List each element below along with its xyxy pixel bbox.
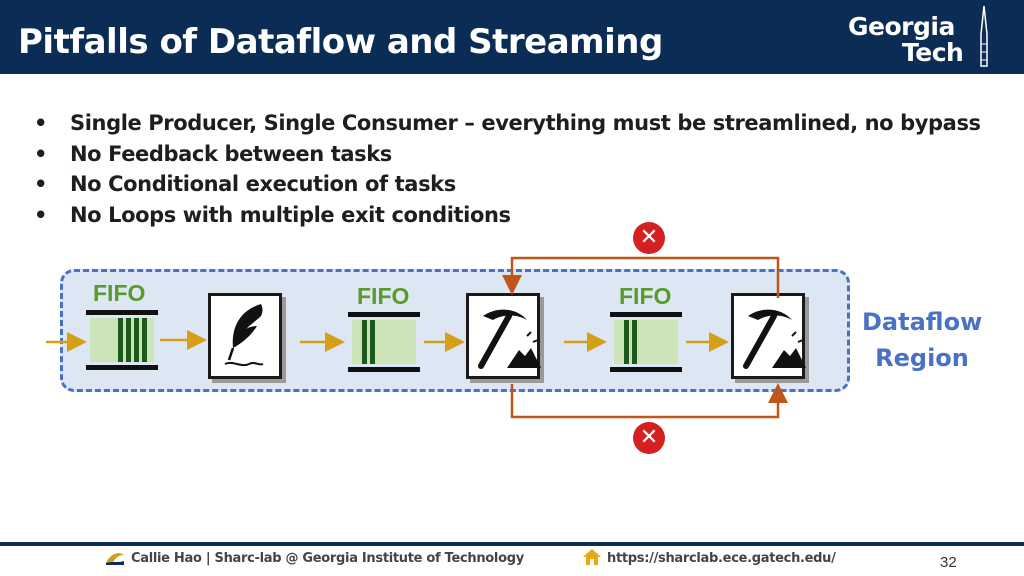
fifo-bottom-bar: [610, 367, 682, 372]
worker-task-box-2: [731, 293, 806, 379]
bypass-arrows: [502, 256, 788, 419]
forbidden-icon-top: ✕: [633, 222, 665, 254]
bypass-arrow-bottom: [510, 383, 788, 419]
region-label-line1: Dataflow: [862, 308, 983, 336]
fifo-item: [370, 320, 375, 364]
footer-divider: [0, 542, 1024, 546]
bullet-item: • No Loops with multiple exit conditions: [34, 200, 981, 231]
fifo-bottom-bar: [348, 367, 420, 372]
bullet-item: • No Conditional execution of tasks: [34, 169, 981, 200]
tech-tower-icon: [980, 5, 988, 67]
logo-line1: Georgia: [848, 12, 955, 41]
flow-arrows: [46, 330, 729, 352]
bullet-item: • Single Producer, Single Consumer – ever…: [34, 108, 981, 139]
fifo-label-3: FIFO: [619, 283, 672, 309]
sharc-lab-logo-icon: [106, 553, 124, 565]
forbidden-icon-bottom: ✕: [633, 422, 665, 454]
home-icon: [583, 549, 601, 565]
bullet-dot: •: [34, 202, 48, 227]
logo-line2: Tech: [902, 38, 964, 67]
fifo-buffer-3: [610, 312, 682, 372]
bullet-dot: •: [34, 141, 48, 166]
fifo-item: [134, 318, 139, 362]
bullet-item: • No Feedback between tasks: [34, 139, 981, 170]
fifo-top-bar: [348, 312, 420, 317]
fifo-label-1: FIFO: [93, 280, 146, 306]
fifo-top-bar: [610, 312, 682, 317]
producer-task-box: [208, 293, 282, 379]
fifo-item: [362, 320, 367, 364]
fifo-buffer-2: [348, 312, 420, 372]
fifo-item: [632, 320, 637, 364]
fifo-top-bar: [86, 310, 158, 315]
dataflow-region-box: [60, 269, 850, 392]
feather-icon: [224, 304, 264, 367]
footer-author: Callie Hao | Sharc-lab @ Georgia Institu…: [131, 551, 524, 566]
pickaxe-icon: [743, 309, 806, 369]
fifo-item: [126, 318, 131, 362]
fifo-buffer-1: [86, 310, 158, 370]
bullet-text: No Feedback between tasks: [70, 141, 392, 166]
dataflow-region-label: Dataflow Region: [862, 304, 982, 376]
feedback-arrow-top: [502, 256, 780, 298]
header-bar: Pitfalls of Dataflow and Streaming Georg…: [0, 0, 1024, 74]
fifo-item: [624, 320, 629, 364]
fifo-item: [118, 318, 123, 362]
fifo-bottom-bar: [86, 365, 158, 370]
bullet-text: Single Producer, Single Consumer – every…: [70, 111, 981, 135]
pickaxe-icon: [478, 309, 541, 369]
bullet-list: • Single Producer, Single Consumer – ever…: [34, 108, 981, 230]
fifo-item: [142, 318, 147, 362]
region-label-line2: Region: [875, 344, 969, 372]
fifo-label-2: FIFO: [357, 283, 410, 309]
slide-title: Pitfalls of Dataflow and Streaming: [18, 22, 663, 62]
bullet-dot: •: [34, 111, 48, 135]
georgia-tech-logo: Georgia Tech: [848, 5, 998, 70]
bullet-text: No Loops with multiple exit conditions: [70, 202, 511, 227]
page-number: 32: [940, 554, 957, 571]
footer-url-link[interactable]: https://sharclab.ece.gatech.edu/: [607, 551, 836, 566]
bullet-text: No Conditional execution of tasks: [70, 172, 456, 196]
bullet-dot: •: [34, 172, 48, 196]
